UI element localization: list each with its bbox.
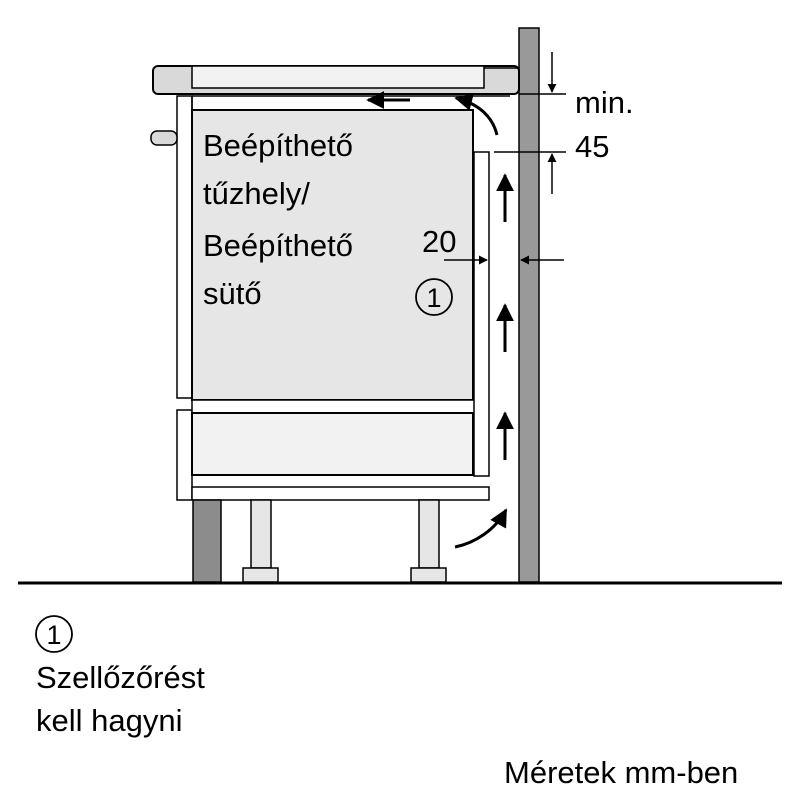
min-value: 45: [575, 129, 609, 164]
legend-line1: Szellőzőrést: [36, 660, 205, 695]
leg-left: [242, 499, 279, 583]
legend-number: 1: [46, 620, 61, 650]
airflow-arrows: [366, 91, 514, 549]
legend-line2: kell hagyni: [36, 703, 182, 738]
cabinet-side: [192, 499, 222, 583]
shelf: [191, 399, 476, 414]
appliance-label-line1: Beépíthető: [203, 128, 353, 163]
appliance-body: [191, 109, 474, 401]
dimension-min-45: [494, 52, 566, 194]
hob-glass: [191, 65, 485, 89]
appliance-label-line4: sütő: [203, 276, 262, 311]
appliance-label-line3: Beépíthető: [203, 228, 353, 263]
back-panel: [473, 151, 490, 477]
handle: [150, 130, 178, 146]
cabinet-front-lower: [176, 409, 193, 501]
cabinet-base: [191, 486, 490, 501]
wall: [518, 27, 540, 583]
drawer: [191, 412, 474, 476]
units-note: Méretek mm-ben: [504, 755, 738, 790]
callout-circle: [415, 278, 453, 316]
gap-value: 20: [422, 224, 456, 259]
appliance-label-line2: tűzhely/: [203, 176, 310, 211]
cabinet-front-upper: [176, 95, 193, 399]
min-label: min.: [575, 85, 634, 120]
callout-number: 1: [426, 283, 441, 313]
legend-circle: [35, 615, 73, 653]
leg-right: [410, 499, 447, 583]
